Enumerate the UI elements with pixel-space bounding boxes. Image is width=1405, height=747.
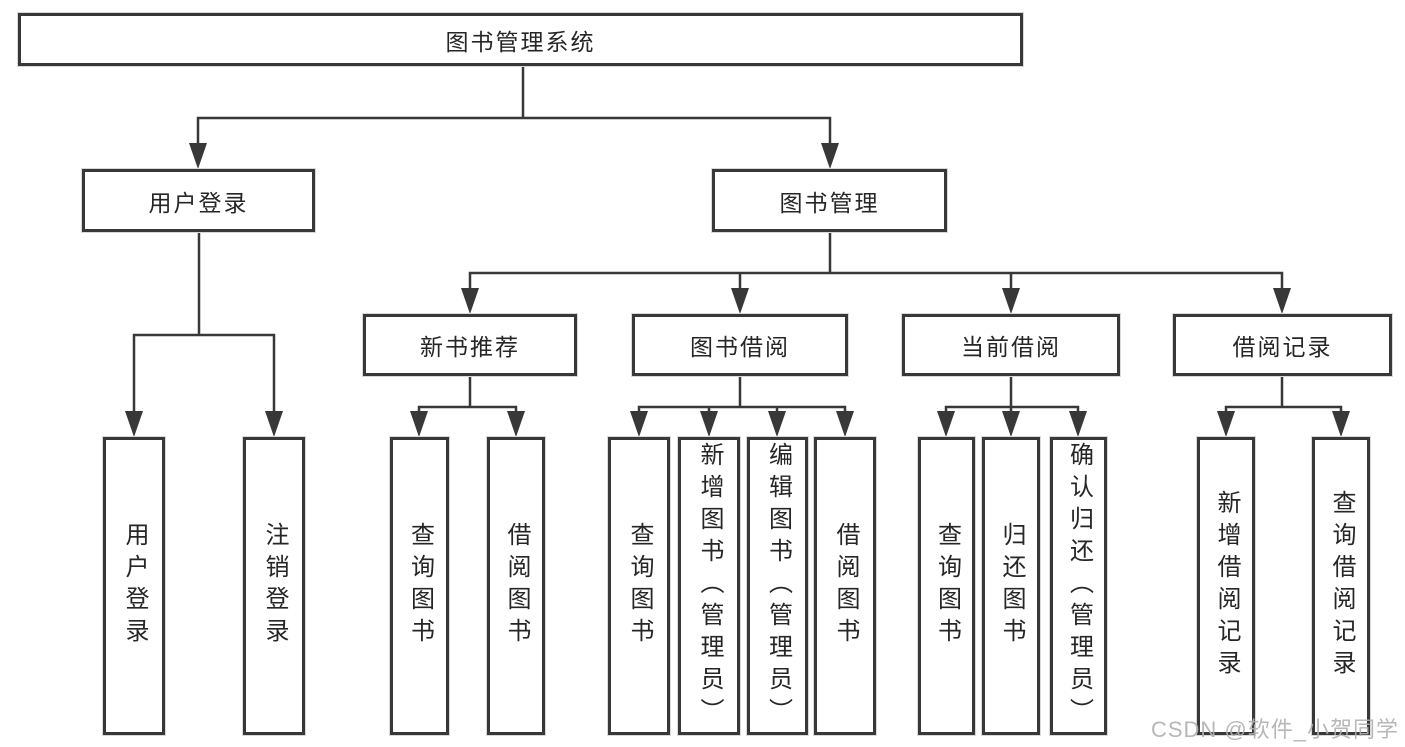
leaf-borrowing-query-books: 查询图书 — [608, 437, 670, 735]
node-label: 图书管理 — [779, 189, 880, 216]
node-label: 查询图书 — [626, 522, 653, 650]
arrowheads — [125, 143, 1350, 437]
leaf-borrowing-edit-books-admin: 编辑图书（管理员） — [747, 437, 808, 735]
node-label: 确认归还（管理员） — [1065, 442, 1093, 730]
node-label: 注销登录 — [261, 522, 288, 650]
leaf-records-query-borrow-record: 查询借阅记录 — [1312, 437, 1370, 735]
leaf-borrowing-add-books-admin: 新增图书（管理员） — [678, 437, 740, 735]
node-label: 图书管理系统 — [445, 28, 596, 55]
node-label: 借阅图书 — [832, 522, 859, 650]
node-label: 用户登录 — [121, 522, 148, 650]
node-library-management-system: 图书管理系统 — [18, 13, 1023, 66]
node-current-borrowing: 当前借阅 — [902, 314, 1120, 376]
node-new-book-recommendation: 新书推荐 — [363, 314, 577, 376]
node-book-management: 图书管理 — [712, 169, 947, 232]
leaf-current-return-books: 归还图书 — [982, 437, 1040, 735]
node-user-login: 用户登录 — [82, 169, 315, 232]
node-label: 查询借阅记录 — [1328, 490, 1355, 682]
leaf-user-login: 用户登录 — [103, 437, 165, 735]
node-label: 当前借阅 — [961, 334, 1061, 360]
leaf-recommend-query-books: 查询图书 — [390, 437, 449, 735]
tree-edges — [132, 64, 1343, 433]
leaf-recommend-borrow-books: 借阅图书 — [487, 437, 545, 735]
node-borrowing-records: 借阅记录 — [1173, 314, 1392, 376]
node-label: 用户登录 — [148, 189, 249, 216]
csdn-watermark: CSDN @软件_小贺同学 — [1150, 717, 1399, 742]
node-label: 查询图书 — [933, 522, 961, 650]
leaf-records-add-borrow-record: 新增借阅记录 — [1197, 437, 1255, 735]
leaf-logout: 注销登录 — [243, 437, 305, 735]
node-label: 新增借阅记录 — [1213, 490, 1240, 682]
node-label: 编辑图书（管理员） — [764, 442, 792, 730]
node-label: 归还图书 — [998, 522, 1025, 650]
node-label: 借阅图书 — [503, 522, 530, 650]
node-label: 新增图书（管理员） — [696, 442, 723, 730]
node-label: 新书推荐 — [420, 334, 520, 360]
leaf-current-confirm-return-admin: 确认归还（管理员） — [1050, 437, 1107, 735]
leaf-current-query-books: 查询图书 — [918, 437, 975, 735]
leaf-borrowing-borrow-books: 借阅图书 — [814, 437, 876, 735]
node-label: 查询图书 — [406, 522, 434, 650]
node-label: 图书借阅 — [690, 334, 790, 360]
node-label: 借阅记录 — [1232, 334, 1333, 360]
node-book-borrowing: 图书借阅 — [632, 314, 848, 376]
